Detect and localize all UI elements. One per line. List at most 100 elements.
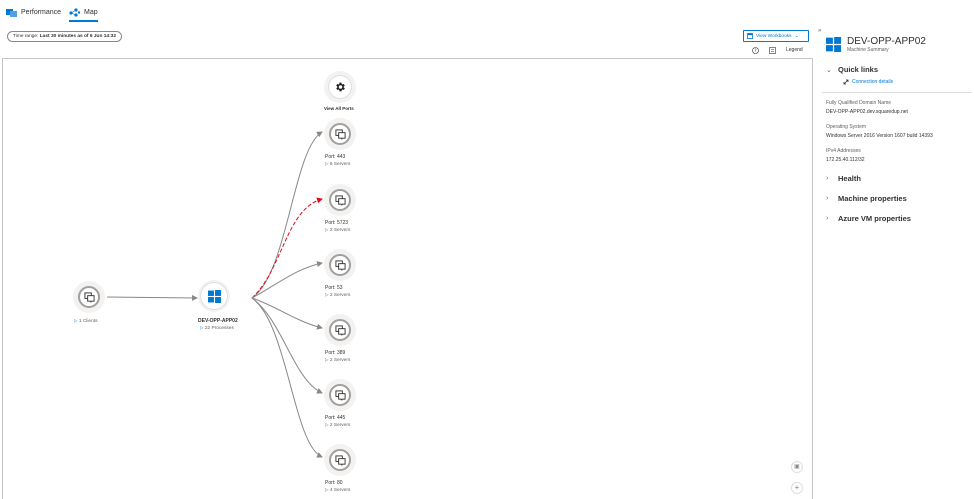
help-icon[interactable]: ? xyxy=(752,46,759,54)
tab-map-label: Map xyxy=(84,8,98,16)
ipv4-value: 172.25.40.112/32 xyxy=(826,157,865,163)
map-toolbar: ? Legend xyxy=(752,45,803,55)
time-range-value: Last 30 minutes as of 6 Jun 14:32 xyxy=(39,34,116,39)
link-icon xyxy=(843,79,849,85)
tab-performance[interactable]: Performance xyxy=(6,5,61,19)
fit-to-screen-button[interactable]: ▣ xyxy=(791,461,803,473)
port-servers-label: 6 Servers xyxy=(329,162,351,167)
health-section[interactable]: › Health xyxy=(826,174,861,183)
view-all-ports-node[interactable] xyxy=(324,71,356,103)
machine-node[interactable] xyxy=(198,280,230,312)
view-workbooks-label: View Workbooks xyxy=(756,33,792,39)
port-servers-label: 2 Servers xyxy=(329,293,351,298)
chevron-right-icon: › xyxy=(826,175,829,182)
expand-triangle-icon: ▷ xyxy=(325,227,329,232)
port-label: Port: 445 xyxy=(325,415,346,421)
quick-links-label: Quick links xyxy=(838,65,879,74)
edge-port-445 xyxy=(251,297,323,394)
machine-name[interactable]: DEV-OPP-APP02 xyxy=(198,318,238,324)
port-servers-label: 2 Servers xyxy=(329,228,351,233)
port-label: Port: 443 xyxy=(325,154,346,160)
port-servers-label: 2 Servers xyxy=(329,423,351,428)
chevron-right-icon: › xyxy=(826,215,829,222)
port-node-389[interactable] xyxy=(324,314,356,346)
port-node-5723[interactable] xyxy=(324,184,356,216)
azure-vm-properties-label: Azure VM properties xyxy=(838,214,911,223)
edge-client-machine xyxy=(106,294,198,301)
expand-triangle-icon: ▷ xyxy=(325,487,329,492)
performance-icon xyxy=(6,8,17,17)
port-node-53[interactable] xyxy=(324,249,356,281)
double-chevron-right-icon: » xyxy=(818,28,822,34)
port-label: Port: 5723 xyxy=(325,220,349,226)
port-node-445[interactable] xyxy=(324,379,356,411)
server-icon xyxy=(334,194,346,206)
port-servers-label: 4 Servers xyxy=(329,488,351,493)
edge-port-443 xyxy=(251,131,323,299)
machine-properties-label: Machine properties xyxy=(838,194,907,203)
port-label: Port: 53 xyxy=(325,285,343,291)
server-icon xyxy=(334,128,346,140)
port-servers-label: 2 Servers xyxy=(329,358,351,363)
port-node-80[interactable] xyxy=(324,444,356,476)
port-servers[interactable]: ▷ 2 Servers xyxy=(325,422,350,428)
tab-map[interactable]: Map xyxy=(69,5,98,22)
expand-triangle-icon: ▷ xyxy=(325,357,329,362)
collapse-panel-button[interactable]: » xyxy=(818,28,821,34)
panel-subtitle: Machine Summary xyxy=(847,47,889,53)
panel-title: DEV-OPP-APP02 xyxy=(847,36,926,47)
plus-icon: + xyxy=(794,483,800,492)
edge-port-53 xyxy=(251,261,323,299)
port-label: Port: 80 xyxy=(325,480,343,486)
port-label: Port: 389 xyxy=(325,350,346,356)
port-servers[interactable]: ▷ 4 Servers xyxy=(325,487,350,493)
ipv4-label: IPv4 Addresses xyxy=(826,148,861,154)
expand-triangle-icon: ▷ xyxy=(325,422,329,427)
edge-port-389 xyxy=(251,297,323,330)
expand-triangle-icon: ▷ xyxy=(325,292,329,297)
connection-details-label: Connection details xyxy=(852,79,894,85)
connection-details-link[interactable]: Connection details xyxy=(843,79,893,85)
fqdn-value: DEV-OPP-APP02.dev.squaredup.net xyxy=(826,109,908,115)
os-value: Windows Server 2016 Version 1607 build 1… xyxy=(826,133,933,139)
machine-processes-label: 22 Processes xyxy=(204,326,234,331)
server-icon xyxy=(83,291,95,303)
quick-links-section[interactable]: ⌄ Quick links xyxy=(826,65,878,74)
time-range-prefix: Time range: xyxy=(13,34,40,39)
port-servers[interactable]: ▷ 2 Servers xyxy=(325,292,350,298)
chevron-right-icon: › xyxy=(826,195,829,202)
view-workbooks-button[interactable]: View Workbooks ⌄ xyxy=(743,30,809,42)
legend-button[interactable]: Legend xyxy=(786,47,803,53)
chevron-down-icon: ⌄ xyxy=(826,66,832,74)
fqdn-label: Fully Qualified Domain Name xyxy=(826,100,892,106)
workbook-icon xyxy=(747,33,753,39)
os-label: Operating System xyxy=(826,124,867,130)
time-range-selector[interactable]: Time range: Last 30 minutes as of 6 Jun … xyxy=(7,31,122,42)
port-servers[interactable]: ▷ 6 Servers xyxy=(325,161,350,167)
server-icon xyxy=(334,454,346,466)
health-label: Health xyxy=(838,174,861,183)
client-count[interactable]: ▷ 1 Clients xyxy=(74,318,97,324)
view-all-ports-label[interactable]: View All Ports xyxy=(324,106,354,111)
machine-processes[interactable]: ▷ 22 Processes xyxy=(200,325,234,331)
expand-triangle-icon: ▷ xyxy=(200,325,204,330)
zoom-in-button[interactable]: + xyxy=(791,482,803,494)
azure-vm-properties-section[interactable]: › Azure VM properties xyxy=(826,214,911,223)
panel-divider xyxy=(822,92,972,93)
server-icon xyxy=(334,324,346,336)
machine-properties-section[interactable]: › Machine properties xyxy=(826,194,907,203)
map-edges xyxy=(106,131,323,458)
port-servers[interactable]: ▷ 2 Servers xyxy=(325,357,350,363)
machine-summary-panel xyxy=(815,0,974,499)
client-node[interactable] xyxy=(73,281,105,313)
port-node-443[interactable] xyxy=(324,118,356,150)
dependency-map[interactable]: View All Ports ▷ 1 Clients DEV-OPP-APP02… xyxy=(2,58,813,499)
chevron-down-icon: ⌄ xyxy=(794,33,799,39)
edge-port-5723 xyxy=(251,197,323,299)
map-icon xyxy=(69,7,80,17)
windows-icon xyxy=(207,289,221,303)
legend-icon[interactable] xyxy=(769,46,776,54)
expand-triangle-icon: ▷ xyxy=(325,161,329,166)
port-servers[interactable]: ▷ 2 Servers xyxy=(325,227,350,233)
server-icon xyxy=(334,259,346,271)
